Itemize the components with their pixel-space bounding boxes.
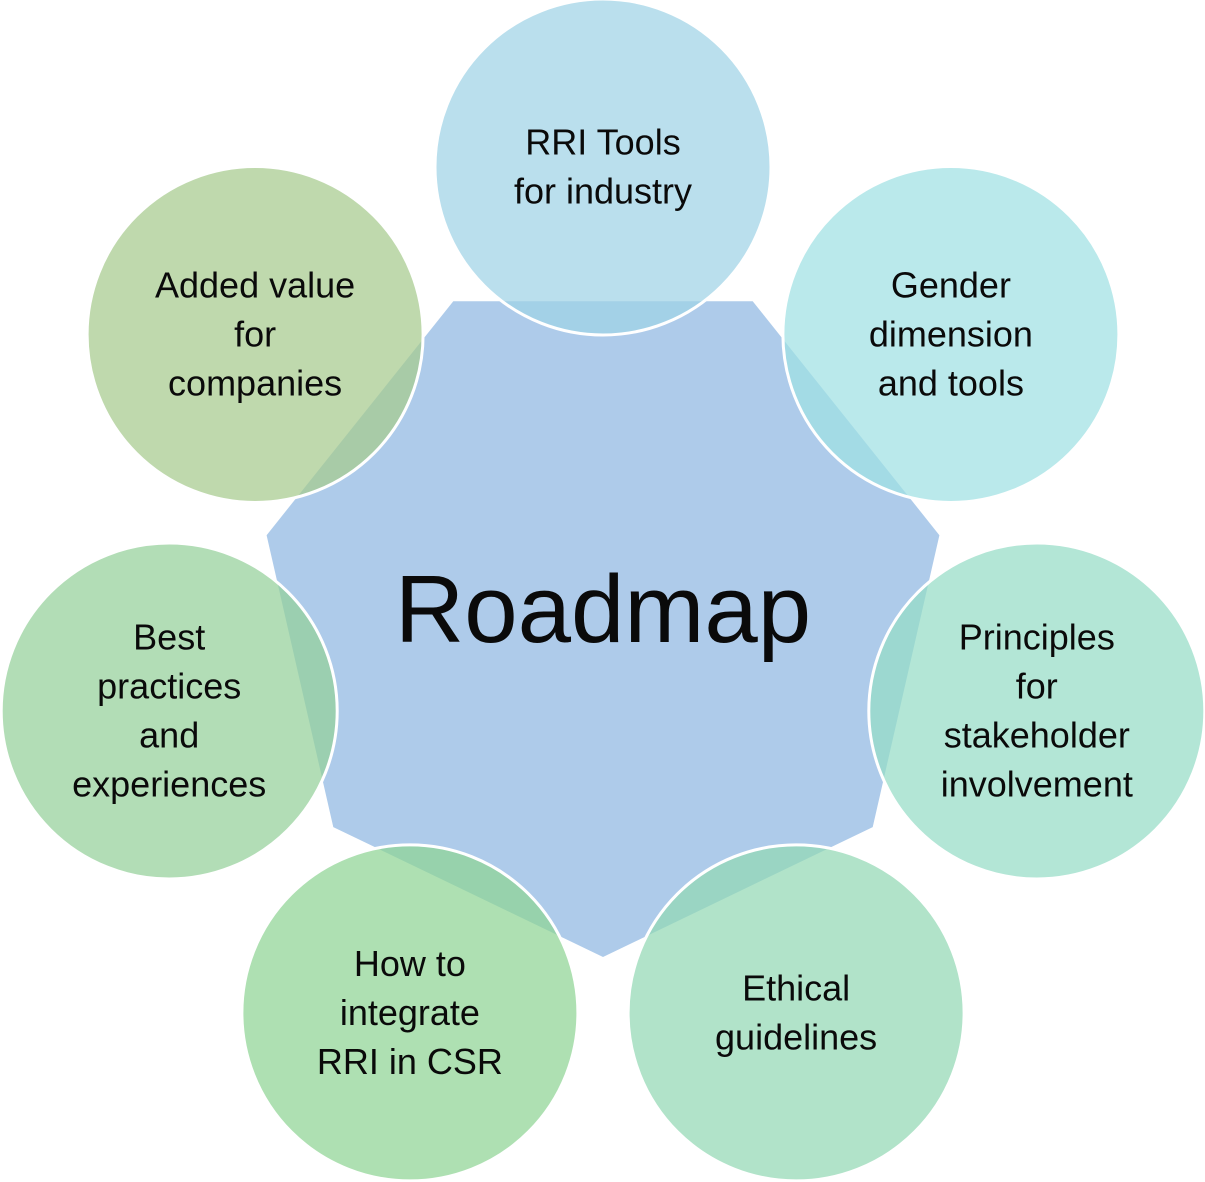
topic-label-line: How to [354, 943, 466, 984]
topic-circle-gender [781, 165, 1121, 504]
topic-label-line: for [234, 314, 276, 355]
topic-label-line: and tools [878, 363, 1024, 404]
topic-circle-ethical [626, 843, 966, 1182]
topic-circle-best-practices [0, 541, 339, 881]
topic-label-line: Ethical [742, 967, 850, 1008]
topic-label-line: and [139, 715, 199, 756]
topic-label-ethical: Ethical guidelines [715, 967, 877, 1057]
topic-label-line: guidelines [715, 1016, 877, 1057]
topic-label-line: for industry [514, 171, 692, 212]
topic-label-line: stakeholder [944, 715, 1130, 756]
topic-label-line: companies [168, 363, 342, 404]
center-label: Roadmap [395, 556, 811, 663]
topic-label-line: Added value [155, 265, 355, 306]
topic-label-line: for [1016, 666, 1058, 707]
topic-label-line: integrate [340, 992, 480, 1033]
topic-label-line: dimension [869, 314, 1033, 355]
topic-label-principles: Principles for stakeholder involvement [941, 617, 1133, 805]
topic-label-line: Best [133, 617, 205, 658]
center-heptagon [266, 301, 940, 957]
topic-label-line: RRI in CSR [317, 1041, 503, 1082]
topic-label-line: practices [97, 666, 241, 707]
topic-label-line: Gender [891, 265, 1011, 306]
topic-label-best-practices: Best practices and experiences [72, 617, 266, 805]
topic-label-line: experiences [72, 764, 266, 805]
topic-label-line: involvement [941, 764, 1133, 805]
topic-label-added-value: Added value for companies [155, 265, 355, 404]
topic-circle-principles [867, 541, 1205, 881]
topic-label-rri-tools: RRI Tools for industry [514, 122, 692, 212]
topic-circle-integrate [240, 843, 580, 1182]
topic-label-gender: Gender dimension and tools [869, 265, 1033, 404]
topic-label-line: RRI Tools [525, 122, 680, 163]
topic-circle-rri-tools [433, 0, 773, 337]
topic-circle-added-value [85, 165, 425, 504]
topic-label-line: Principles [959, 617, 1115, 658]
